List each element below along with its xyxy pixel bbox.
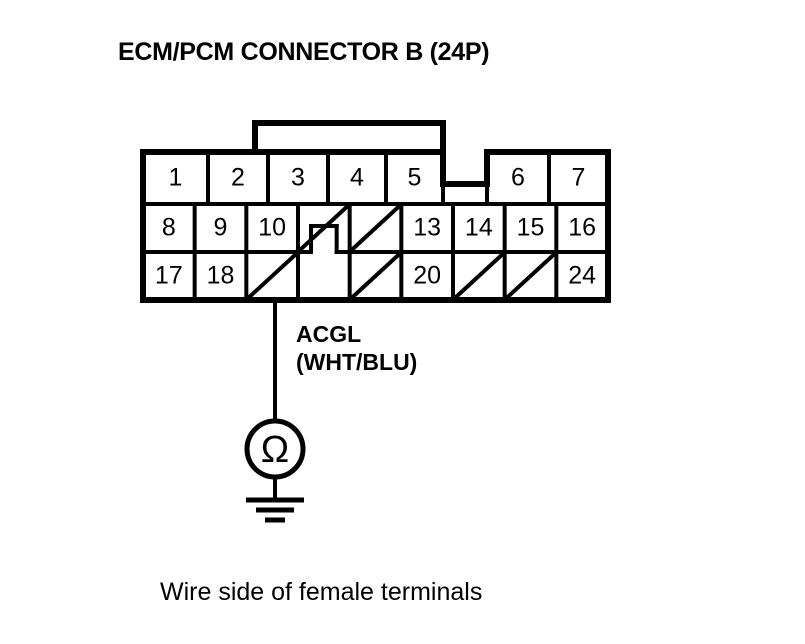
pin-label-5: 5 xyxy=(408,164,422,192)
pin-label-1: 1 xyxy=(169,164,183,192)
pin-label-2: 2 xyxy=(231,164,245,192)
blank-cell-slash xyxy=(349,204,402,252)
ohm-symbol: Ω xyxy=(261,429,289,471)
pin-label-8: 8 xyxy=(162,214,176,242)
probe-wire-and-meter: Ω xyxy=(244,300,306,523)
pin-label-10: 10 xyxy=(258,214,286,242)
pin-label-7: 7 xyxy=(572,164,586,192)
pin-label-24: 24 xyxy=(568,262,596,290)
pin-label-15: 15 xyxy=(517,214,545,242)
pin-label-18: 18 xyxy=(207,262,235,290)
blank-cell-slash xyxy=(349,252,402,300)
pin-label-17: 17 xyxy=(155,262,183,290)
pin-label-9: 9 xyxy=(214,214,228,242)
wire-label-group: ACGL (WHT/BLU) xyxy=(296,320,417,376)
pin-label-14: 14 xyxy=(465,214,493,242)
pin-label-16: 16 xyxy=(568,214,596,242)
wire-colors: (WHT/BLU) xyxy=(296,349,418,376)
blank-cell-slash xyxy=(453,252,505,300)
wire-name: ACGL xyxy=(296,321,362,347)
page-title: ECM/PCM CONNECTOR B (24P) xyxy=(118,38,490,66)
pin-number-labels: 1 2 3 4 5 6 7 8 9 10 13 14 15 16 17 18 20 24 xyxy=(155,164,596,290)
pin-label-4: 4 xyxy=(350,164,364,192)
pin-label-20: 20 xyxy=(413,262,441,290)
blank-cell-slash xyxy=(246,252,298,300)
blank-cell-slash xyxy=(504,252,557,300)
view-caption: Wire side of female terminals xyxy=(160,578,483,606)
pin-label-6: 6 xyxy=(511,164,525,192)
pin-label-3: 3 xyxy=(291,164,305,192)
connector-grid xyxy=(140,120,611,303)
pin-label-13: 13 xyxy=(413,214,441,242)
